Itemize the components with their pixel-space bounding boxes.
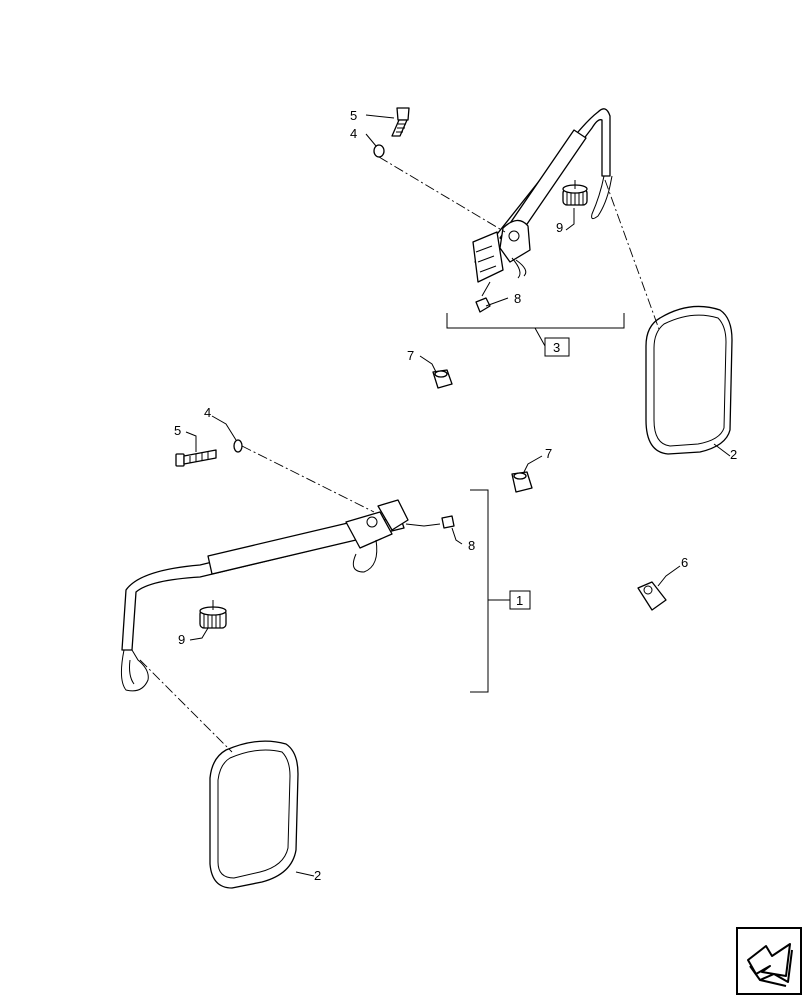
left-bolt: [175, 449, 217, 467]
callout-left-washer: 4: [204, 405, 211, 420]
mid-nut: [511, 471, 533, 493]
bottom-mirror: [209, 740, 299, 889]
callout-top-assembly: 3: [553, 340, 560, 355]
left-washer: [233, 439, 243, 453]
callout-top-knob: 9: [556, 220, 563, 235]
callout-right-mirror: 2: [730, 447, 737, 462]
callout-top-connector: 8: [514, 291, 521, 306]
top-washer: [373, 144, 385, 158]
callout-left-assembly: 1: [516, 593, 523, 608]
callout-clip: 6: [681, 555, 688, 570]
top-knob: [562, 180, 588, 206]
left-knob: [199, 600, 227, 629]
callout-left-bolt: 5: [174, 423, 181, 438]
callout-bottom-mirror: 2: [314, 868, 321, 883]
callout-left-knob: 9: [178, 632, 185, 647]
left-mirror-arm-assembly: [120, 499, 455, 692]
callout-left-connector: 8: [468, 538, 475, 553]
top-bolt: [391, 107, 410, 137]
top-mirror-arm-assembly: [472, 108, 613, 313]
callout-top-nut: 7: [407, 348, 414, 363]
callout-top-washer: 4: [350, 126, 357, 141]
callout-mid-nut: 7: [545, 446, 552, 461]
right-mirror: [645, 305, 733, 455]
clip: [637, 581, 667, 611]
callout-top-bolt: 5: [350, 108, 357, 123]
next-page-arrow-icon[interactable]: [736, 927, 802, 995]
left-connector: [441, 515, 455, 529]
top-nut: [432, 369, 453, 389]
top-connector: [475, 297, 491, 313]
